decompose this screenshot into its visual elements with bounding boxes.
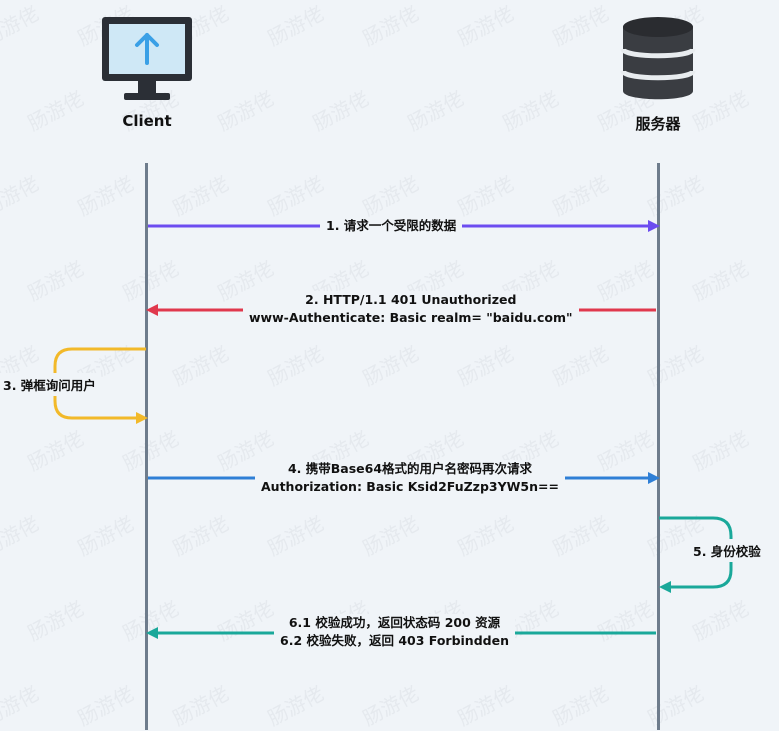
message-2-label: 2. HTTP/1.1 401 Unauthorized www-Authent…	[243, 291, 579, 327]
message-2-line-1: 2. HTTP/1.1 401 Unauthorized	[305, 292, 517, 307]
message-2-line-2: www-Authenticate: Basic realm= "baidu.co…	[249, 310, 573, 325]
message-5-label: 5. 身份校验	[690, 539, 764, 562]
message-3-line-1: 3. 弹框询问用户	[3, 378, 96, 393]
message-4-line-1: 4. 携带Base64格式的用户名密码再次请求	[287, 461, 533, 476]
message-6-line-2: 6.2 校验失败，返回 403 Forbindden	[280, 633, 509, 648]
message-3-label: 3. 弹框询问用户	[0, 373, 99, 396]
server-label: 服务器	[635, 115, 681, 133]
client-lifeline	[145, 163, 148, 730]
message-5-line-1: 5. 身份校验	[693, 544, 761, 559]
monitor-upload-icon	[102, 17, 192, 100]
client-label: Client	[122, 112, 172, 130]
database-icon	[620, 17, 696, 100]
message-4-line-2: Authorization: Basic Ksid2FuZzp3YW5n==	[261, 479, 559, 494]
message-6-label: 6.1 校验成功，返回状态码 200 资源 6.2 校验失败，返回 403 Fo…	[274, 614, 515, 650]
message-4-label: 4. 携带Base64格式的用户名密码再次请求 Authorization: B…	[255, 460, 565, 496]
server-lifeline	[657, 163, 660, 730]
message-6-line-1: 6.1 校验成功，返回状态码 200 资源	[288, 615, 501, 630]
message-1-line-1: 1. 请求一个受限的数据	[326, 218, 457, 233]
message-1-label: 1. 请求一个受限的数据	[320, 217, 463, 235]
